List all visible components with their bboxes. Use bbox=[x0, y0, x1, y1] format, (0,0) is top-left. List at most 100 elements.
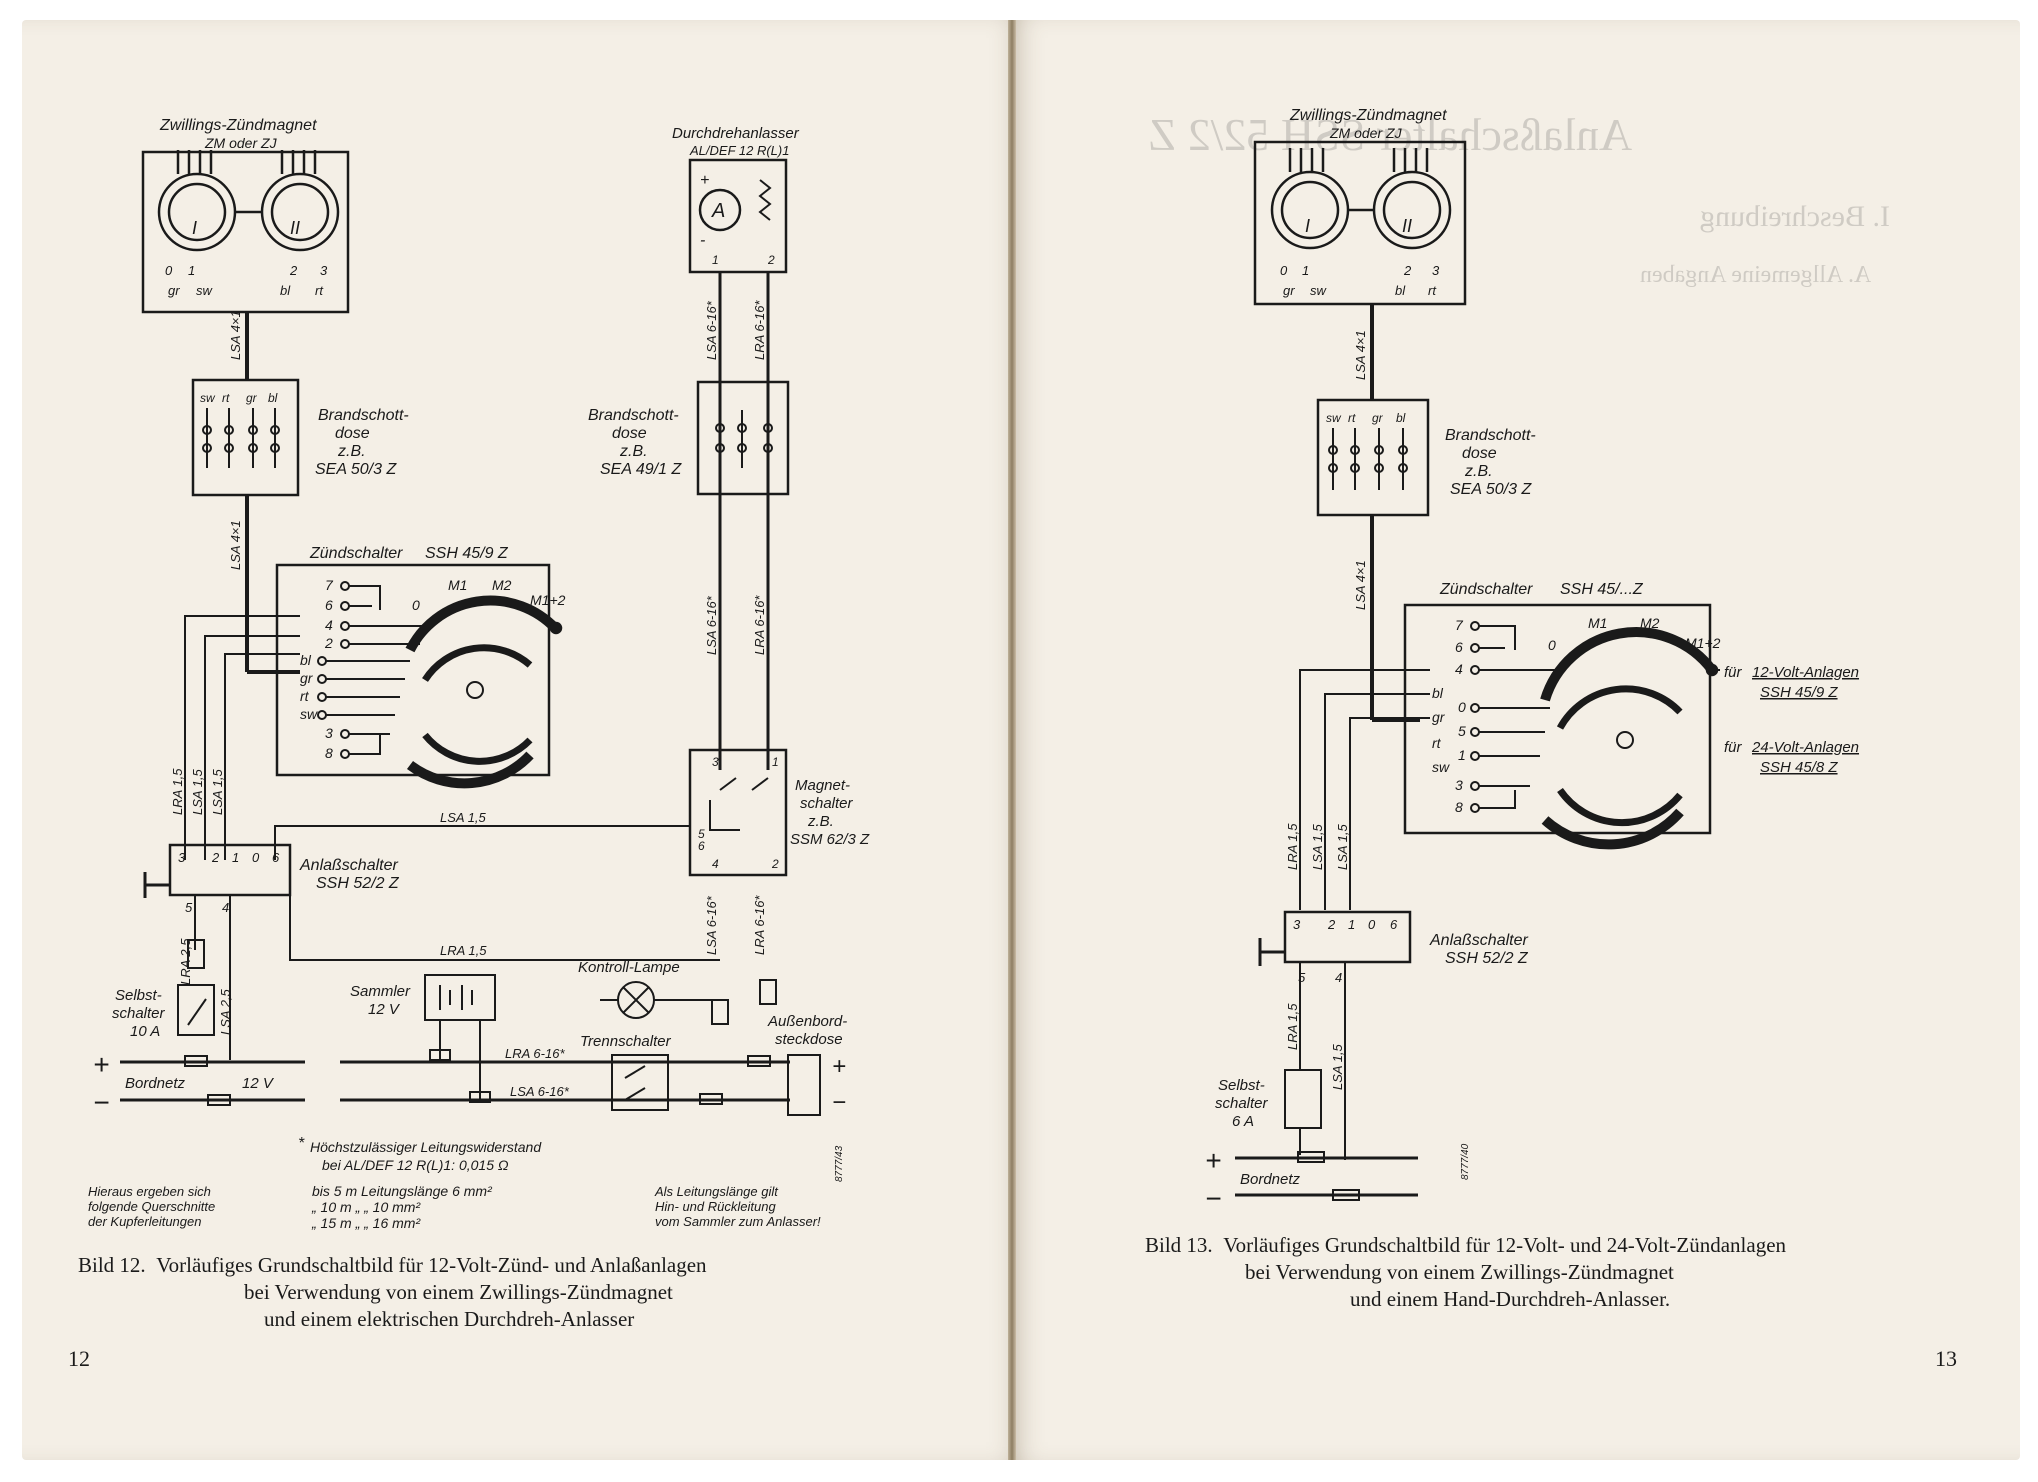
starter-motor-symbol bbox=[698, 188, 742, 232]
r-magneto-subtitle: ZM oder ZJ bbox=[1329, 125, 1403, 141]
svg-text:A: A bbox=[711, 200, 725, 222]
r-ssw-pin-2: 2 bbox=[1327, 917, 1336, 932]
variant12-model: SSH 45/9 Z bbox=[1760, 684, 1838, 701]
ignition-name: Zündschalter bbox=[309, 545, 403, 562]
r-ign-term-sw: sw bbox=[1432, 759, 1450, 775]
socket-minus: − bbox=[832, 1089, 846, 1116]
caption12-line1: Vorläufiges Grundschaltbild für 12-Volt-… bbox=[156, 1253, 707, 1277]
r-ign-term-8: 8 bbox=[1455, 799, 1463, 815]
r-ssw-pin-6: 6 bbox=[1390, 917, 1398, 932]
r-magneto-box bbox=[1253, 140, 1467, 306]
r-ign-term-gr: gr bbox=[1432, 709, 1446, 725]
socket-plus: + bbox=[832, 1053, 846, 1080]
r-bus-minus-sign: − bbox=[1205, 1183, 1221, 1214]
fw2-model: SEA 49/1 Z bbox=[600, 461, 682, 478]
msw-pin-2: 2 bbox=[771, 857, 779, 871]
cable-lsa6-a: LSA 6-16* bbox=[704, 300, 719, 360]
r-ssw-pin-4: 4 bbox=[1335, 970, 1342, 985]
fw1-wire-bl: bl bbox=[268, 391, 278, 405]
socket-name: Außenbord- bbox=[767, 1013, 847, 1030]
svg-text:II: II bbox=[290, 218, 300, 238]
r-self-switch-name2: schalter bbox=[1215, 1095, 1269, 1112]
r-mag-wire-gr: gr bbox=[1283, 283, 1295, 298]
msw-name: Magnet- bbox=[795, 777, 850, 794]
r-magneto-rotor-2: II bbox=[1372, 148, 1452, 250]
ignition-dial-upper bbox=[405, 595, 559, 653]
msw-name2: schalter bbox=[800, 795, 854, 812]
book-spine bbox=[1008, 20, 1016, 1460]
ign-pos-m2: M2 bbox=[492, 577, 512, 593]
r-ign-term-7: 7 bbox=[1455, 617, 1464, 633]
r-mag-wire-sw: sw bbox=[1310, 283, 1328, 298]
variant12-label: 12-Volt-Anlagen bbox=[1752, 664, 1859, 681]
r-ssw-pin-5: 5 bbox=[1298, 970, 1306, 985]
fw1-wire-rt: rt bbox=[222, 391, 230, 405]
outboard-socket-box bbox=[787, 1054, 821, 1116]
socket-name2: steckdose bbox=[775, 1031, 843, 1048]
r-ssw-pin-3: 3 bbox=[1293, 917, 1301, 932]
note-right-2: Hin- und Rückleitung bbox=[655, 1199, 776, 1214]
cable-lra25: LRA 2,5 bbox=[178, 938, 193, 985]
msw-pin-3: 3 bbox=[712, 755, 719, 769]
fw2-zb: z.B. bbox=[619, 443, 648, 460]
r-cable-lsa15-1: LSA 1,5 bbox=[1310, 823, 1325, 870]
msw-zb: z.B. bbox=[807, 813, 834, 830]
page-number-right: 13 bbox=[1935, 1346, 1957, 1371]
svg-text:I: I bbox=[1305, 216, 1310, 236]
cable-lsa6-c: LSA 6-16* bbox=[704, 895, 719, 955]
r-ign-term-bl: bl bbox=[1432, 685, 1444, 701]
r-cable-lsa15-3: LSA 1,5 bbox=[1330, 1043, 1345, 1090]
r-self-switch-box bbox=[1284, 1069, 1322, 1129]
r-ign-term-5: 5 bbox=[1458, 723, 1466, 739]
self-switch-rating: 10 A bbox=[130, 1023, 160, 1040]
r-ign-pos-0: 0 bbox=[1548, 637, 1556, 653]
r-ign-term-3: 3 bbox=[1455, 777, 1463, 793]
r-fw-name: Brandschott- bbox=[1445, 427, 1536, 444]
caption13-line3: und einem Hand-Durchdreh-Anlasser. bbox=[1350, 1287, 1671, 1311]
caption12-label: Bild 12. bbox=[78, 1253, 146, 1277]
fw1-name: Brandschott- bbox=[318, 407, 409, 424]
r-ign-pos-m1-2: M1+2 bbox=[1685, 635, 1721, 651]
magnet-switch-box bbox=[688, 748, 788, 877]
self-switch-box bbox=[177, 984, 215, 1036]
fw1-wire-sw: sw bbox=[200, 391, 216, 405]
r-ign-term-0: 0 bbox=[1458, 699, 1466, 715]
r-magneto-title: Zwillings-Zündmagnet bbox=[1289, 107, 1447, 124]
cable-lsa15-msw: LSA 1,5 bbox=[440, 810, 487, 825]
self-switch-name2: schalter bbox=[112, 1005, 166, 1022]
bus-plus-sign: + bbox=[93, 1049, 109, 1080]
r-cable-lsa4x1-top: LSA 4×1 bbox=[1353, 330, 1368, 380]
note-right-1: Als Leitungslänge gilt bbox=[654, 1184, 779, 1199]
r-mag-term-1: 1 bbox=[1302, 263, 1309, 278]
ssw-pin-3: 3 bbox=[178, 850, 186, 865]
bus-minus-sign: − bbox=[93, 1087, 109, 1118]
r-fw-wire-bl: bl bbox=[1396, 411, 1406, 425]
firewall-box-2 bbox=[696, 380, 790, 496]
fw1-wire-gr: gr bbox=[246, 391, 258, 405]
r-cable-lsa4x1-mid: LSA 4×1 bbox=[1353, 560, 1368, 610]
r-bus-name: Bordnetz bbox=[1240, 1171, 1301, 1188]
r-ign-pos-m1: M1 bbox=[1588, 615, 1607, 631]
note-mid-1: bis 5 m Leitungslänge 6 mm² bbox=[312, 1183, 493, 1199]
r-bus-plus-sign: + bbox=[1205, 1145, 1221, 1176]
svg-text:II: II bbox=[1402, 216, 1412, 236]
note-mid-2: „ 10 m „ „ 10 mm² bbox=[311, 1199, 421, 1215]
ign-pos-0: 0 bbox=[412, 597, 420, 613]
magneto-title: Zwillings-Zündmagnet bbox=[159, 117, 317, 134]
cable-lsa25: LSA 2,5 bbox=[218, 988, 233, 1035]
ignition-dial-center bbox=[466, 681, 484, 699]
r-ignition-name: Zündschalter bbox=[1439, 581, 1533, 598]
ign-pos-m1: M1 bbox=[448, 577, 467, 593]
battery-volt: 12 V bbox=[368, 1001, 401, 1018]
r-self-switch-rating: 6 A bbox=[1232, 1113, 1254, 1130]
ignition-switch-box bbox=[275, 563, 551, 777]
cable-lra6-c: LRA 6-16* bbox=[752, 895, 767, 955]
ssw-pin-5: 5 bbox=[185, 900, 193, 915]
r-fw-name2: dose bbox=[1462, 445, 1497, 462]
lamp-name: Kontroll-Lampe bbox=[578, 959, 680, 976]
fw2-name: Brandschott- bbox=[588, 407, 679, 424]
ssw-pin-6: 6 bbox=[272, 850, 280, 865]
note-left-2: folgende Querschnitte bbox=[88, 1199, 215, 1214]
fw1-model: SEA 50/3 Z bbox=[315, 461, 397, 478]
